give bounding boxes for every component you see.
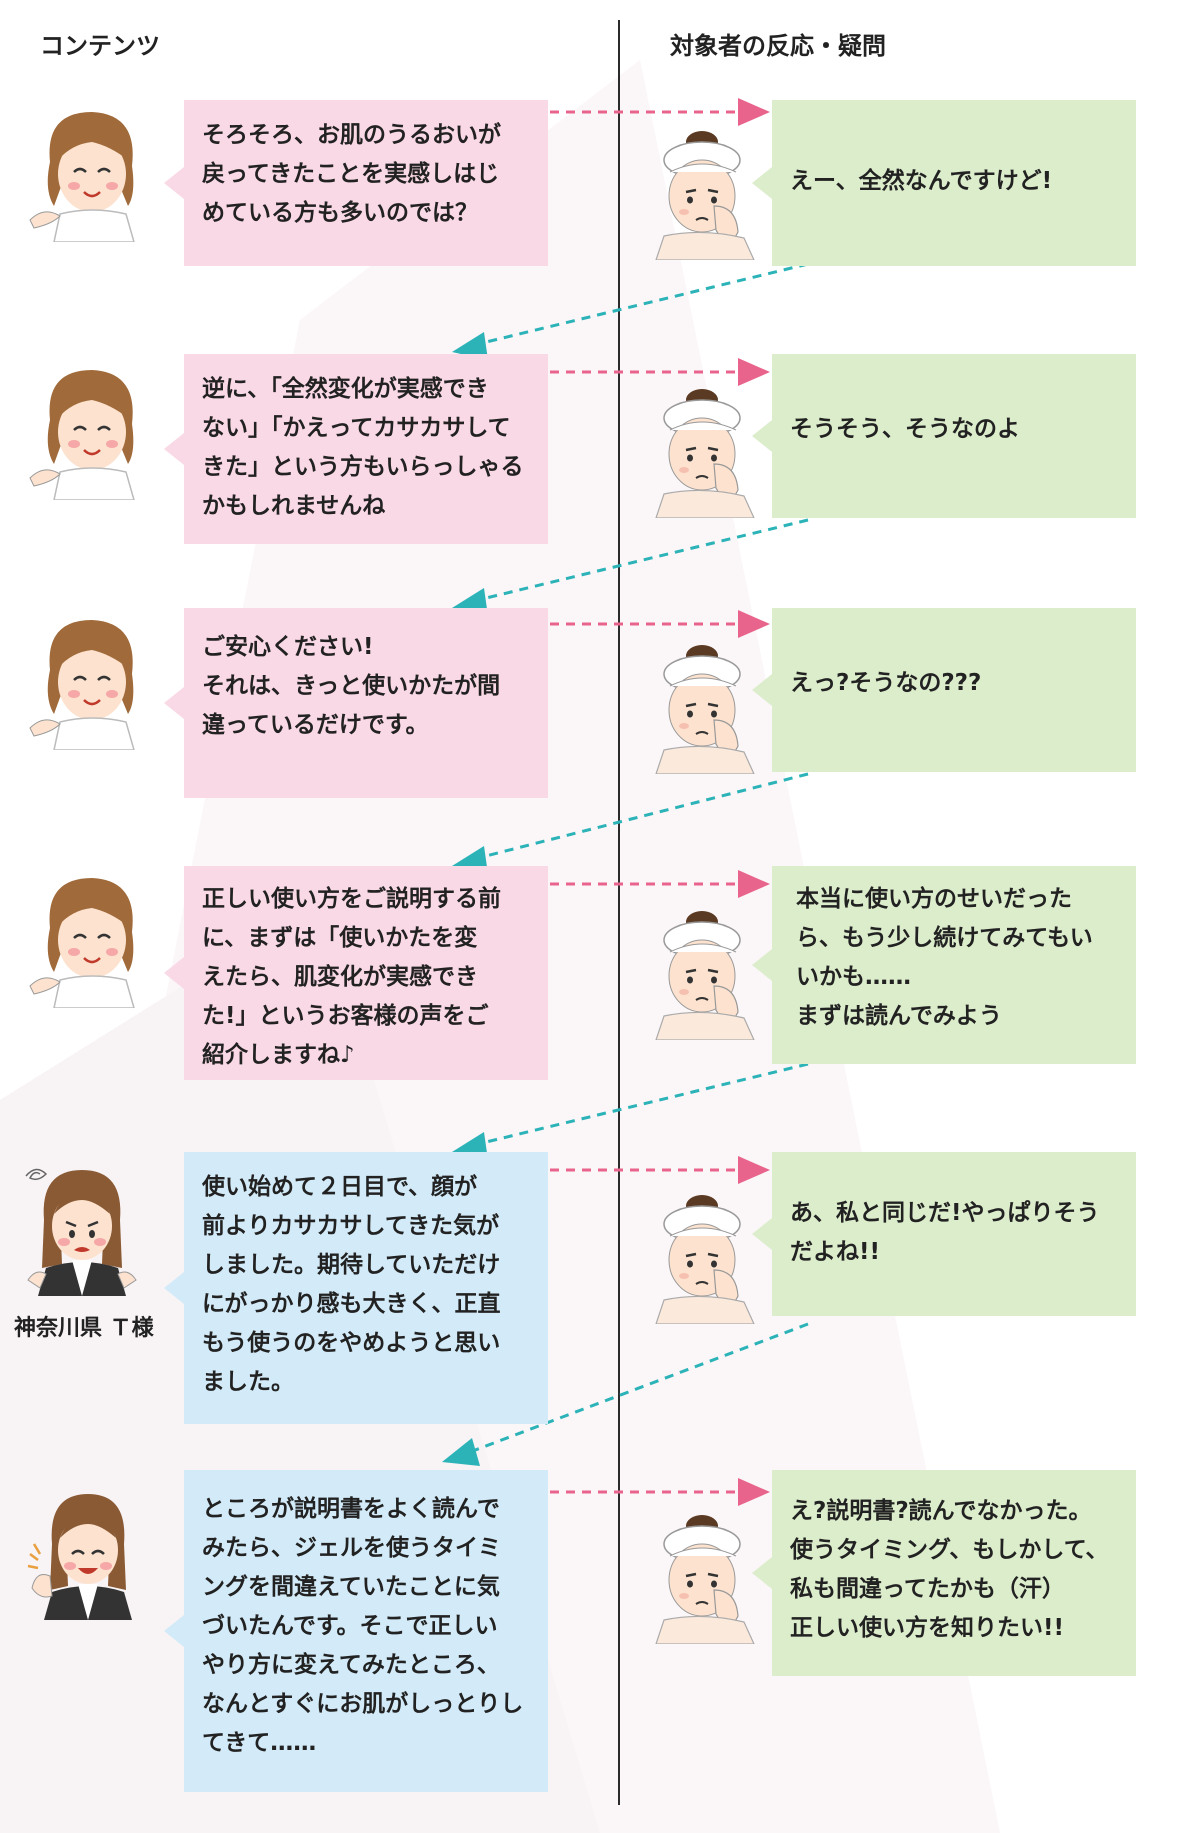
content-bubble-4: 正しい使い方をご説明する前 に、まずは「使いかたを変 えたら、肌変化が実感でき … [164,866,548,1080]
reaction-bubble-6: え?説明書?読んでなかった。 使うタイミング、もしかして、 私も間違ってたかも（… [752,1470,1136,1676]
customer-avatar-happy [26,1480,150,1620]
staff-avatar-3 [28,610,152,750]
staff-avatar-4 [28,868,152,1008]
testimonial-bubble-1: 使い始めて２日目で、顔が 前よりカサカサしてきた気が しました。期待していただけ… [164,1152,548,1424]
reaction-avatar-4 [644,900,764,1040]
content-column-header: コンテンツ [40,32,160,60]
testimonial-bubble-2: ところが説明書をよく読んで みたら、ジェルを使うタイミ ングを間違えていたことに… [164,1470,548,1792]
content-bubble-3: ご安心ください! それは、きっと使いかたが間 違っているだけです。 [164,608,548,798]
reaction-bubble-5: あ、私と同じだ!やっぱりそう だよね!! [752,1152,1136,1316]
reaction-avatar-2 [644,378,764,518]
reaction-bubble-2: そうそう、そうなのよ [752,354,1136,518]
staff-avatar-2 [28,360,152,500]
reaction-avatar-5 [644,1184,764,1324]
reaction-avatar-1 [644,120,764,260]
reaction-bubble-1: えー、全然なんですけど! [752,100,1136,266]
staff-avatar-1 [28,102,152,242]
customer-avatar-worried [20,1156,144,1296]
content-bubble-1: そろそろ、お肌のうるおいが 戻ってきたことを実感しはじ めている方も多いのでは？ [164,100,548,266]
column-divider [618,20,620,1805]
reaction-avatar-6 [644,1504,764,1644]
reaction-bubble-4: 本当に使い方のせいだった ら、もう少し続けてみてもい いかも…… まずは読んでみ… [752,866,1136,1064]
reaction-avatar-3 [644,634,764,774]
reaction-column-header: 対象者の反応・疑問 [670,32,886,60]
reaction-bubble-3: えっ?そうなの??? [752,608,1136,772]
content-bubble-2: 逆に、「全然変化が実感でき ない」「かえってカサカサして きた」という方もいらっ… [164,354,548,544]
customer-caption: 神奈川県 Ｔ様 [14,1316,154,1341]
